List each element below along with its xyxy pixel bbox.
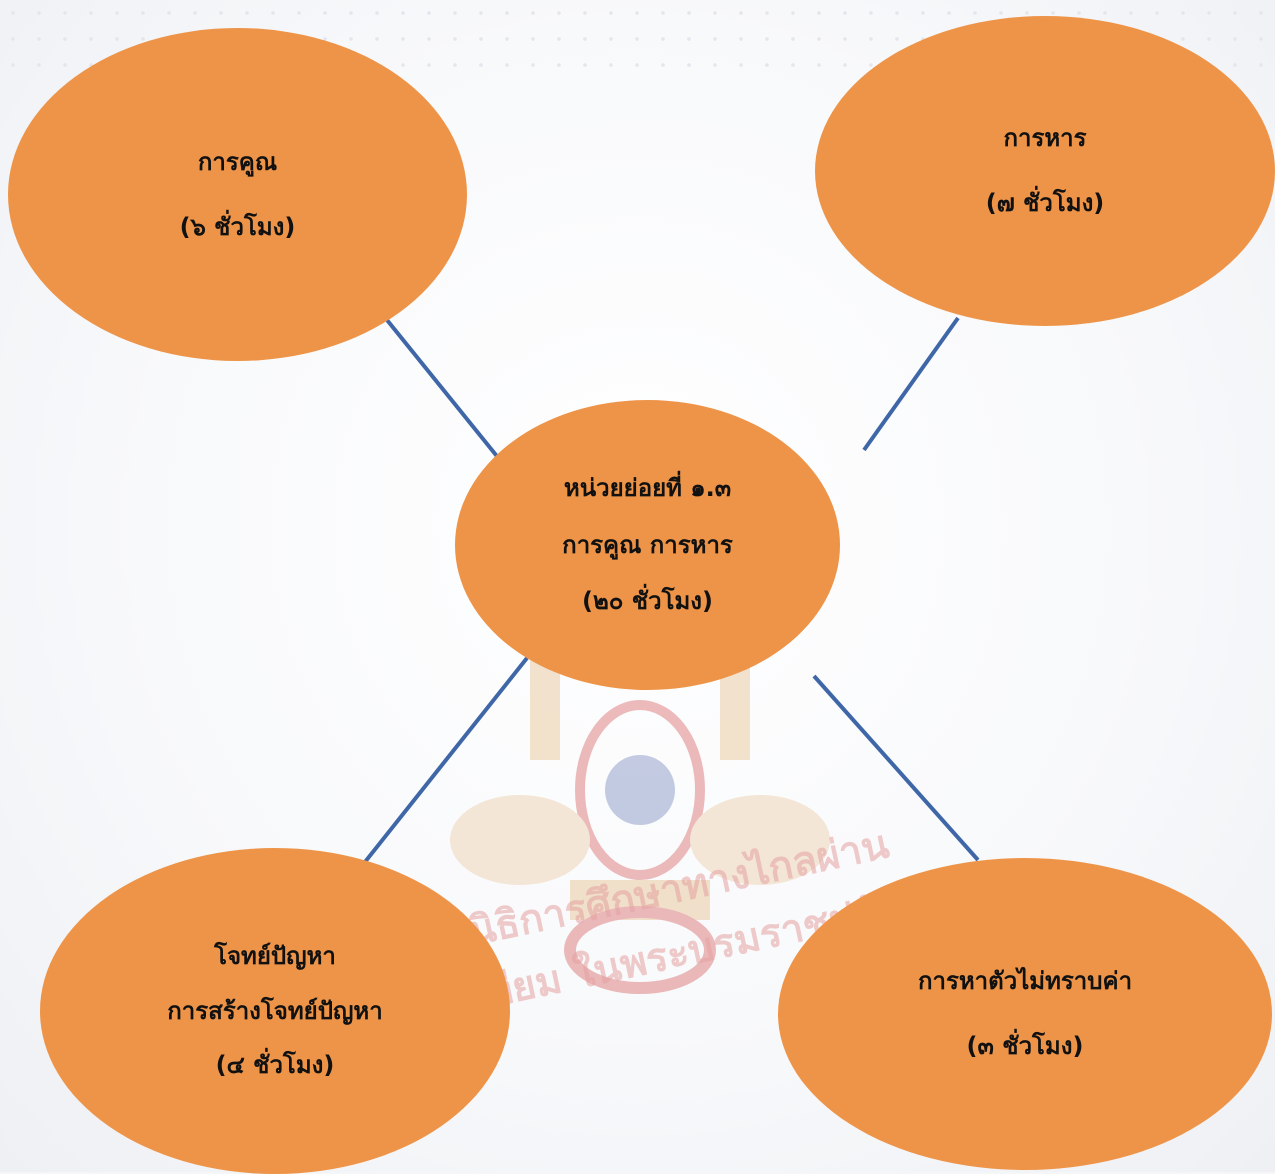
node-hours: (๖ ชั่วโมง): [179, 212, 296, 241]
node-hours: (๓ ชั่วโมง): [966, 1032, 1084, 1060]
node-label: การหาร: [1003, 124, 1087, 153]
node-label: การคูณ การหาร: [562, 530, 733, 559]
node-unknown-value: การหาตัวไม่ทราบค่า (๓ ชั่วโมง): [778, 858, 1272, 1170]
node-label: โจทย์ปัญหา: [214, 941, 336, 970]
node-title: หน่วยย่อยที่ ๑.๓: [563, 473, 732, 502]
link-center-unknown: [812, 674, 980, 862]
node-hours: (๒๐ ชั่วโมง): [582, 587, 713, 616]
link-center-division: [862, 316, 960, 452]
node-word-problems: โจทย์ปัญหา การสร้างโจทย์ปัญหา (๔ ชั่วโมง…: [40, 848, 510, 1174]
node-hours: (๗ ชั่วโมง): [985, 189, 1105, 217]
node-sublabel: การสร้างโจทย์ปัญหา: [167, 996, 383, 1025]
node-label: การคูณ: [197, 147, 278, 176]
node-multiplication: การคูณ (๖ ชั่วโมง): [8, 28, 467, 361]
link-center-multiplication: [364, 292, 502, 462]
node-center: หน่วยย่อยที่ ๑.๓ การคูณ การหาร (๒๐ ชั่วโ…: [455, 400, 840, 690]
node-label: การหาตัวไม่ทราบค่า: [917, 967, 1133, 996]
link-center-problems: [355, 656, 529, 874]
node-hours: (๔ ชั่วโมง): [215, 1051, 335, 1080]
node-division: การหาร (๗ ชั่วโมง): [815, 16, 1275, 326]
